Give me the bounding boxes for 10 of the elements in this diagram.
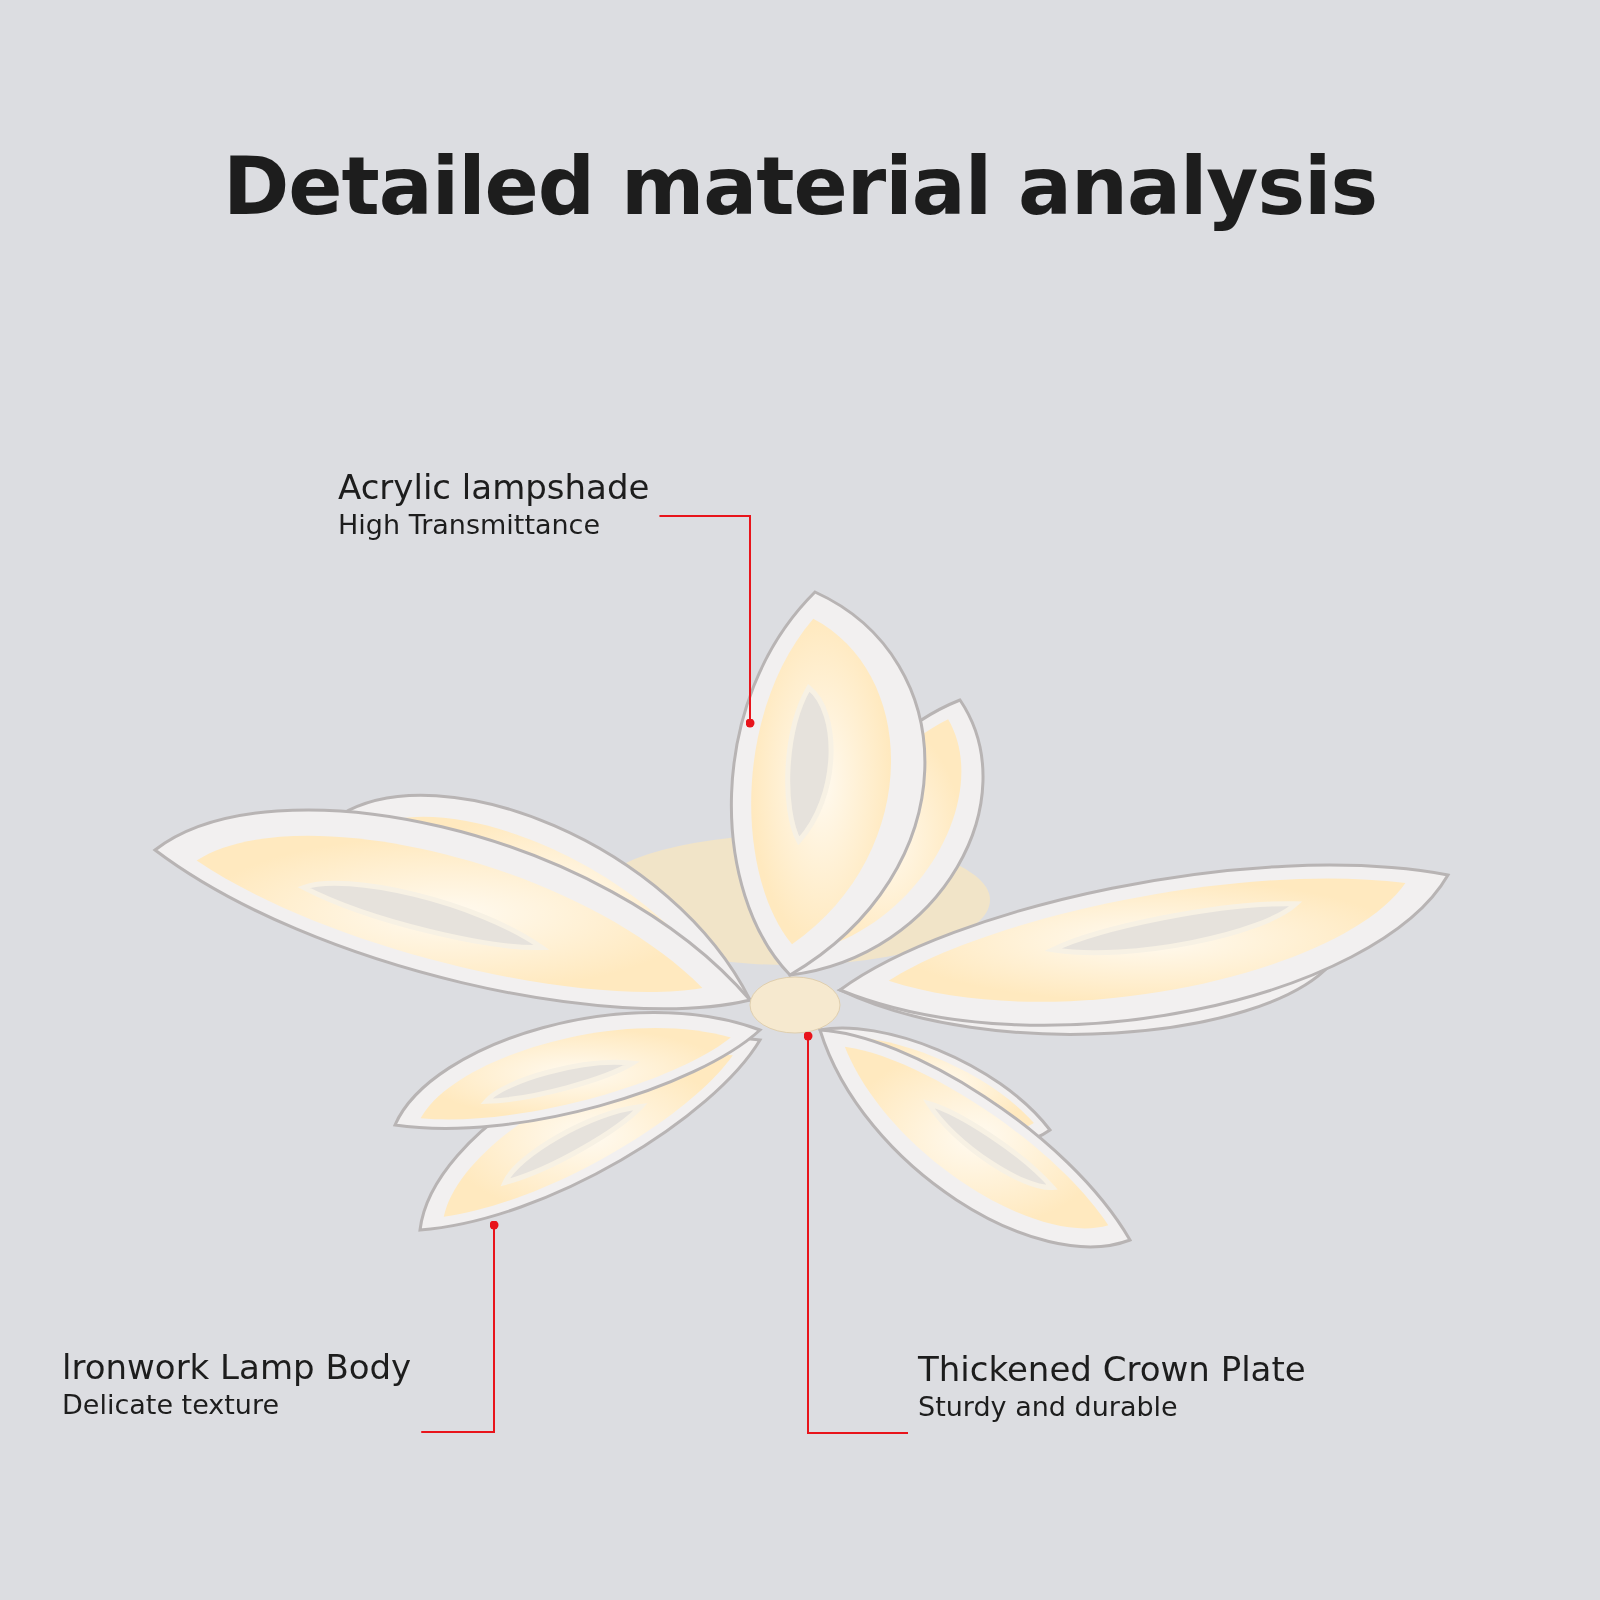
leader-line — [803, 1031, 909, 1434]
callout-heading: lronwork Lamp Body — [62, 1346, 412, 1388]
leader-line — [658, 515, 755, 728]
callout-subtext: Delicate texture — [62, 1388, 281, 1422]
title: Detailed material analysis — [221, 140, 1379, 233]
callout-subtext: High Transmittance — [338, 508, 602, 542]
callout-subtext: Sturdy and durable — [918, 1390, 1179, 1424]
callout-heading: Thickened Crown Plate — [918, 1348, 1306, 1390]
callout-heading: Acrylic lampshade — [338, 466, 650, 508]
leader-line — [420, 1220, 499, 1433]
